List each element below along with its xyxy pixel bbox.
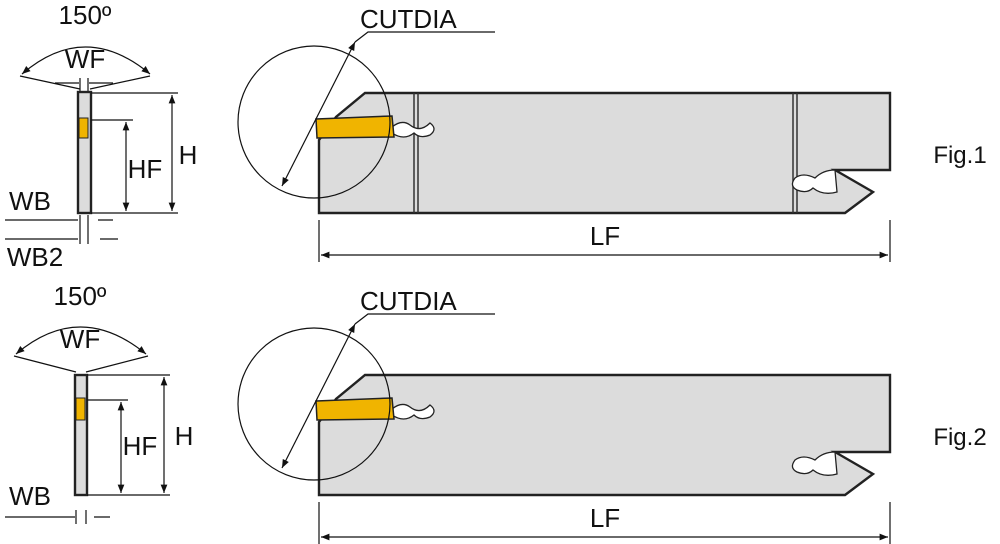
cutdia-leader xyxy=(354,313,495,325)
angle-lines xyxy=(13,355,149,373)
fig2-lf-label: LF xyxy=(590,503,620,533)
cutdia-leader xyxy=(354,31,495,43)
fig1-lf-label: LF xyxy=(590,221,620,251)
insert xyxy=(315,115,395,139)
insert-side xyxy=(78,117,89,139)
fig2-side-view: 150º WF HF H WB xyxy=(5,281,193,524)
fig2-angle-label: 150º xyxy=(54,281,107,311)
fig2-h-label: H xyxy=(175,421,194,451)
fig1-hf-label: HF xyxy=(128,154,163,184)
fig1-side-view: 150º WF HF H WB WB2 xyxy=(5,0,197,272)
fig2-hf-label: HF xyxy=(123,431,158,461)
fig1-wb2-label: WB2 xyxy=(7,242,63,272)
extension-lines xyxy=(91,92,178,214)
fig2-caption: Fig.2 xyxy=(933,424,986,451)
angle-arc xyxy=(15,326,147,355)
tool-body xyxy=(317,373,892,497)
cutdia-dimension xyxy=(281,323,356,469)
body-joints xyxy=(413,93,798,213)
chip-groove xyxy=(791,169,838,194)
blade-side xyxy=(73,373,89,497)
lf-extension xyxy=(318,220,891,262)
fig1-cutdia-label: CUTDIA xyxy=(360,4,457,34)
blade-side xyxy=(76,90,93,215)
wb-dimension xyxy=(5,215,118,244)
angle-arc xyxy=(21,46,151,75)
wf-dimension xyxy=(55,78,113,92)
fig1-wb-label: WB xyxy=(9,186,51,216)
fig1-main-view: CUTDIA LF Fig.1 xyxy=(237,4,987,262)
insert-side xyxy=(75,397,86,421)
fig2-wf-label: WF xyxy=(60,324,100,354)
fig2-main-view: CUTDIA LF Fig.2 xyxy=(237,286,987,544)
angle-lines xyxy=(19,75,151,90)
cutdia-dimension xyxy=(281,41,356,187)
tool-body xyxy=(317,91,892,215)
fig1-h-label: H xyxy=(179,140,198,170)
extension-lines xyxy=(87,374,170,496)
fig1-angle-label: 150º xyxy=(59,0,112,30)
fig1-wf-label: WF xyxy=(65,44,105,74)
fig1-caption: Fig.1 xyxy=(933,142,986,169)
chip-groove xyxy=(791,451,838,476)
insert xyxy=(315,397,395,421)
chip-clearance xyxy=(391,403,435,420)
chip-clearance xyxy=(391,121,435,138)
lf-extension xyxy=(318,502,891,544)
fig2-cutdia-label: CUTDIA xyxy=(360,286,457,316)
wb-dimension xyxy=(5,510,110,524)
fig2-wb-label: WB xyxy=(9,481,51,511)
